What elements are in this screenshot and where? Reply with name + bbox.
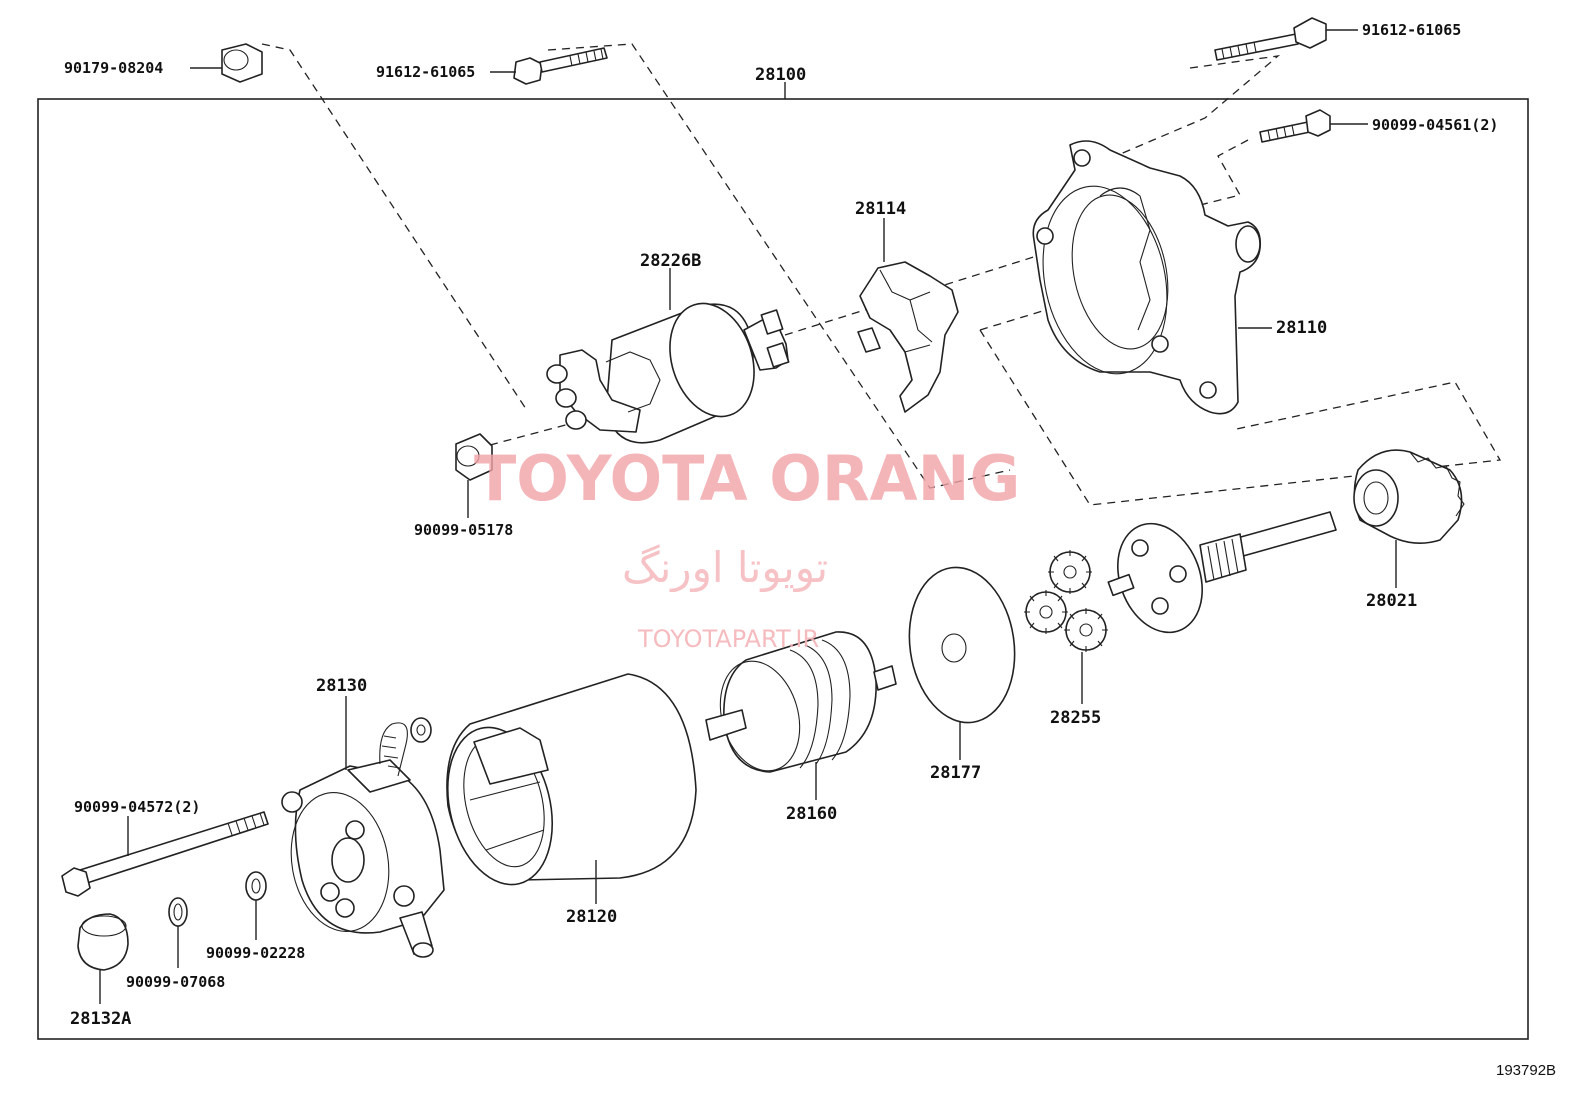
bolt-91612-61065-left[interactable] <box>513 47 608 85</box>
label-28110[interactable]: 28110 <box>1276 318 1327 338</box>
pinion-shaft[interactable] <box>1103 511 1337 645</box>
solenoid-28226B[interactable] <box>546 292 790 444</box>
label-90099-07068[interactable]: 90099-07068 <box>126 973 225 991</box>
nut-90179-08204[interactable] <box>221 43 263 83</box>
label-28021[interactable]: 28021 <box>1366 591 1417 611</box>
label-28120[interactable]: 28120 <box>566 907 617 927</box>
label-28226B[interactable]: 28226B <box>640 251 701 271</box>
label-28255[interactable]: 28255 <box>1050 708 1101 728</box>
clip-90099-07068[interactable] <box>168 897 188 927</box>
assembly-frame <box>37 98 1529 1040</box>
label-28100[interactable]: 28100 <box>755 65 806 85</box>
housing-28110[interactable] <box>1027 140 1262 415</box>
label-28160[interactable]: 28160 <box>786 804 837 824</box>
label-28114[interactable]: 28114 <box>855 199 906 219</box>
label-28177[interactable]: 28177 <box>930 763 981 783</box>
cap-28132A[interactable] <box>77 913 129 971</box>
watermark: TOYOTA ORANG تویوتا اورنگ TOYOTAPART.IR <box>474 442 1020 653</box>
bolt-90099-04561[interactable] <box>1259 109 1331 143</box>
bolt-91612-61065-right[interactable] <box>1214 17 1327 61</box>
nut-90099-05178[interactable] <box>455 433 493 481</box>
gears-28255[interactable] <box>1024 550 1108 652</box>
watermark-url: TOYOTAPART.IR <box>637 625 819 653</box>
label-90099-05178[interactable]: 90099-05178 <box>414 521 513 539</box>
label-90179-08204[interactable]: 90179-08204 <box>64 59 163 77</box>
end-frame-28130[interactable] <box>281 717 445 958</box>
label-91612-61065-left[interactable]: 91612-61065 <box>376 63 475 81</box>
label-90099-04561[interactable]: 90099-04561(2) <box>1372 116 1498 134</box>
plate-28177[interactable] <box>900 561 1025 730</box>
label-91612-61065-right[interactable]: 91612-61065 <box>1362 21 1461 39</box>
watermark-brand: TOYOTA ORANG <box>474 442 1020 515</box>
through-bolt-90099-04572[interactable] <box>61 811 269 897</box>
watermark-persian: تویوتا اورنگ <box>622 543 828 592</box>
label-90099-04572[interactable]: 90099-04572(2) <box>74 798 200 816</box>
clutch-28021[interactable] <box>1353 449 1465 544</box>
label-28132A[interactable]: 28132A <box>70 1009 131 1029</box>
washer-90099-02228[interactable] <box>245 871 267 901</box>
armature-28160[interactable] <box>705 631 897 780</box>
yoke-28120[interactable] <box>432 673 697 896</box>
lever-28114[interactable] <box>857 261 959 413</box>
label-90099-02228[interactable]: 90099-02228 <box>206 944 305 962</box>
diagram-code: 193792B <box>1496 1062 1556 1079</box>
label-28130[interactable]: 28130 <box>316 676 367 696</box>
